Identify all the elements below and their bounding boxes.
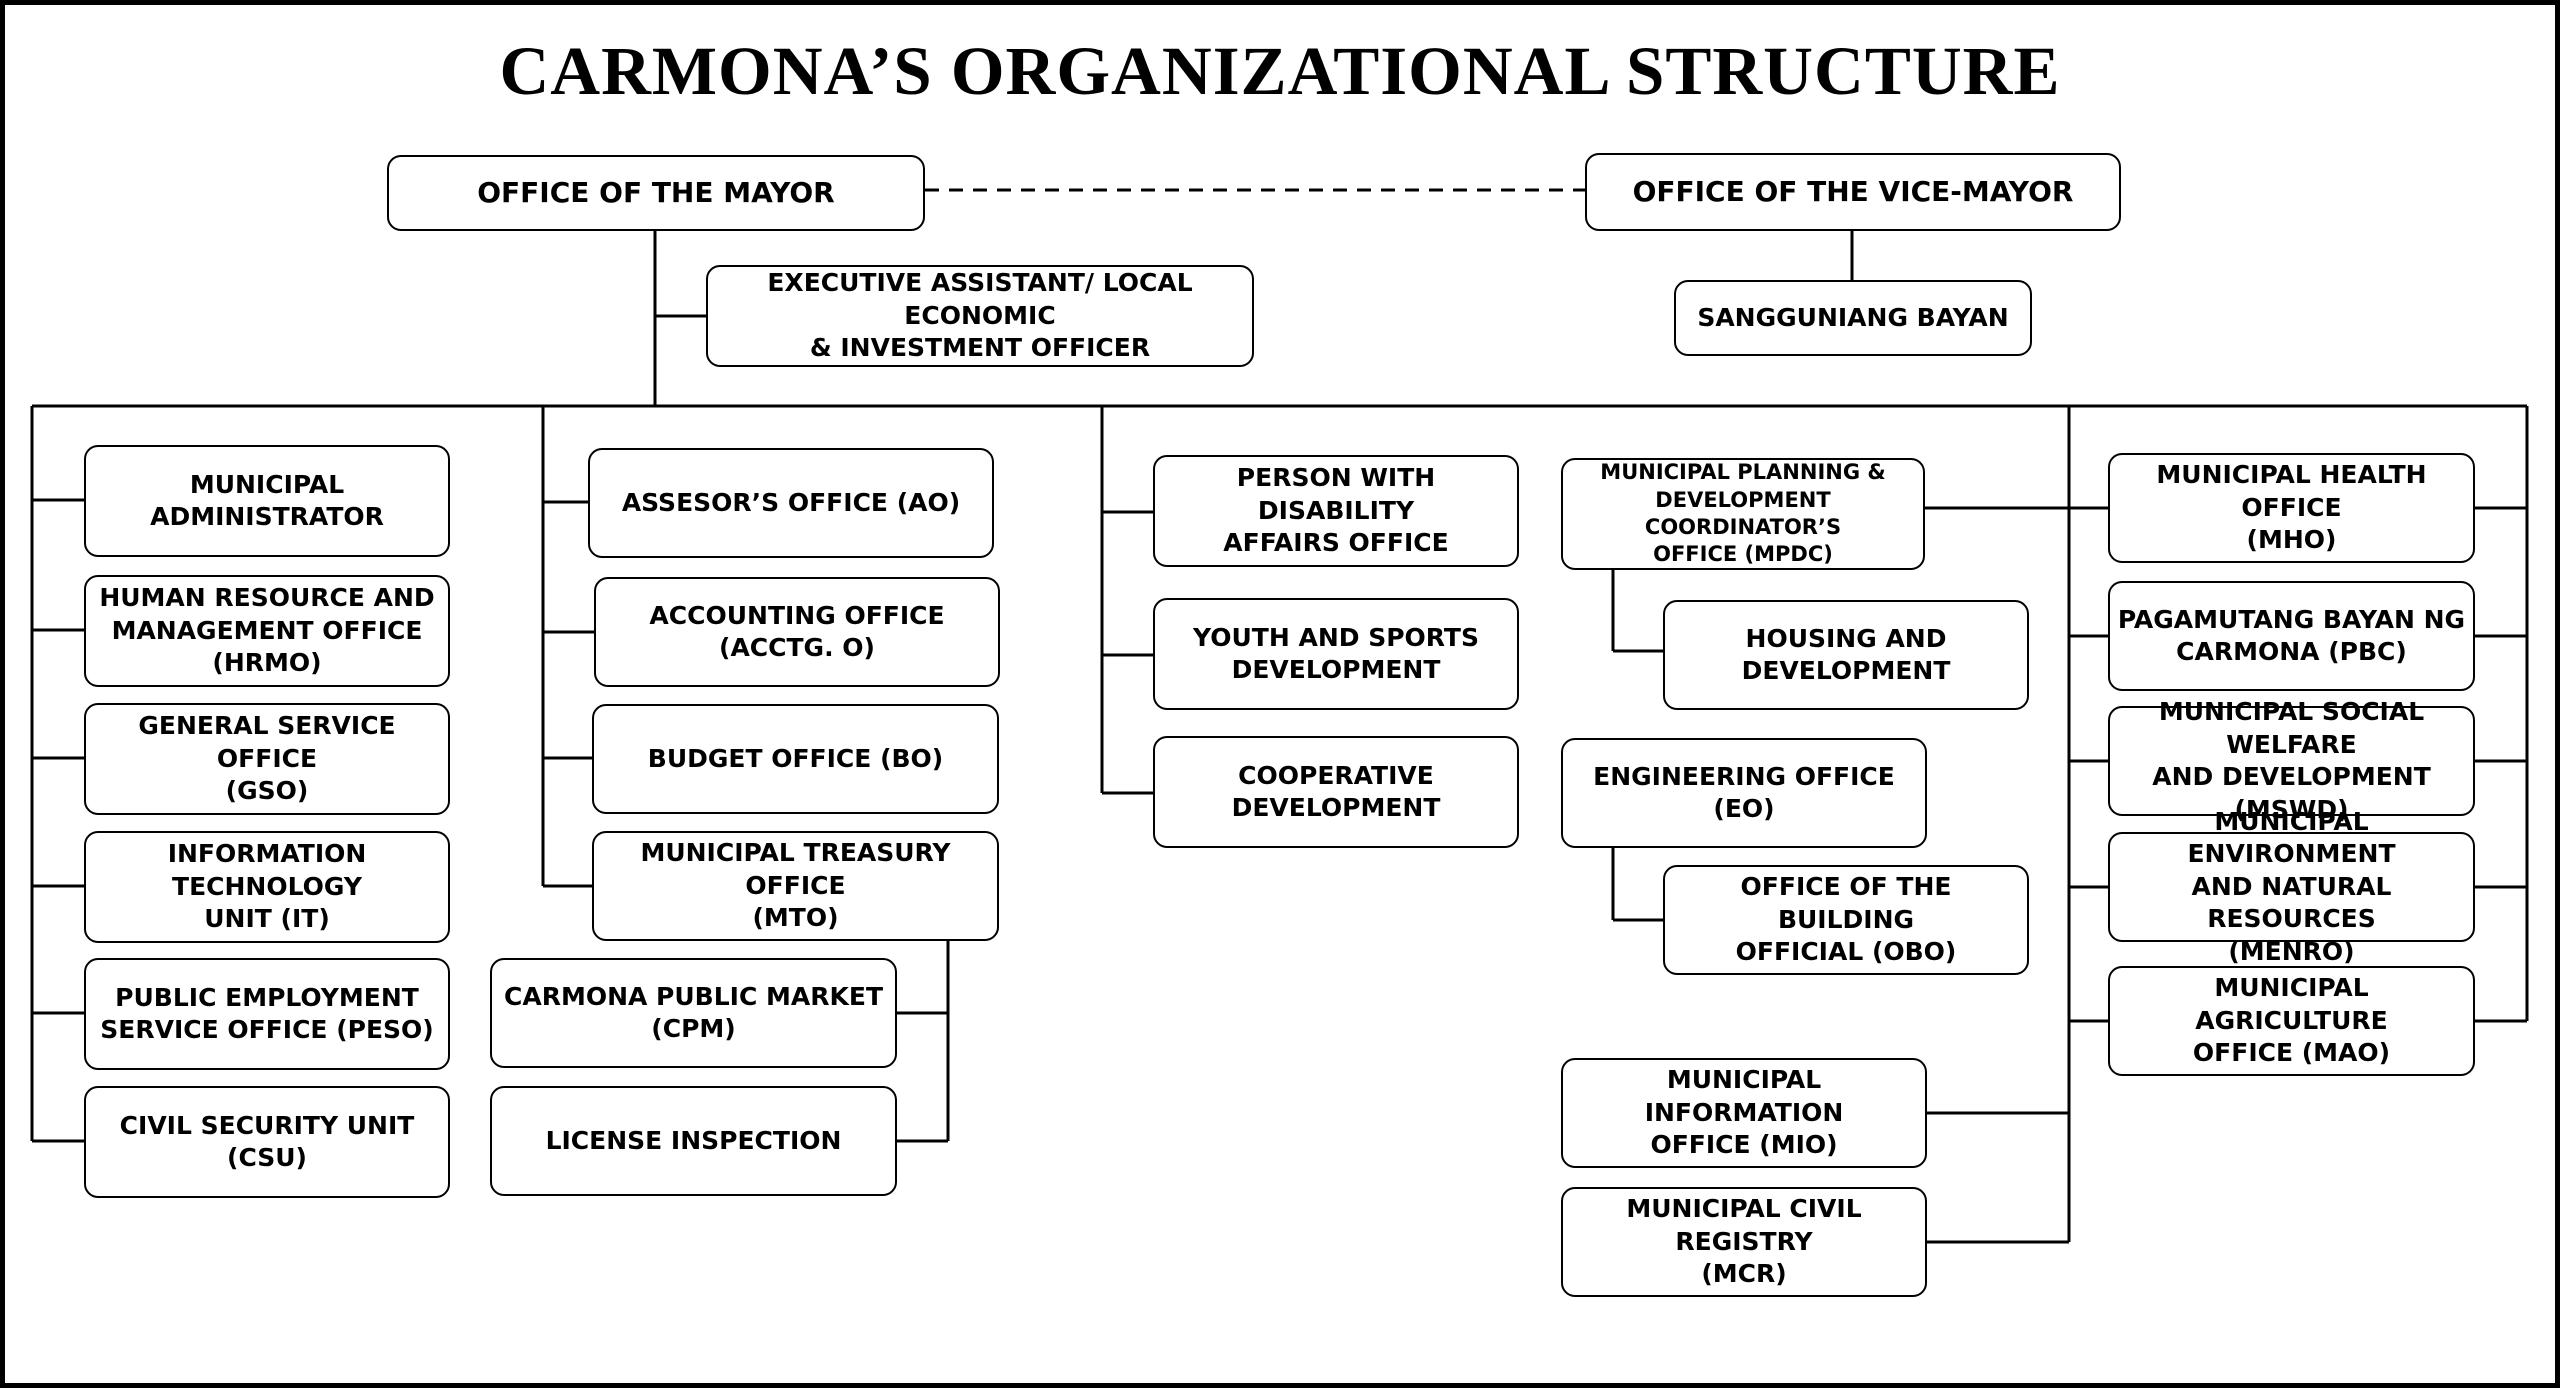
hrmo: HUMAN RESOURCE AND MANAGEMENT OFFICE (HR… bbox=[84, 575, 450, 687]
cooperative-development: COOPERATIVE DEVELOPMENT bbox=[1153, 736, 1519, 848]
civil-security-unit: CIVIL SECURITY UNIT (CSU) bbox=[84, 1086, 450, 1198]
municipal-agriculture-office: MUNICIPAL AGRICULTURE OFFICE (MAO) bbox=[2108, 966, 2475, 1076]
accounting-office: ACCOUNTING OFFICE (ACCTG. O) bbox=[594, 577, 1000, 687]
municipal-information-office: MUNICIPAL INFORMATION OFFICE (MIO) bbox=[1561, 1058, 1927, 1168]
gso: GENERAL SERVICE OFFICE (GSO) bbox=[84, 703, 450, 815]
housing-and-development: HOUSING AND DEVELOPMENT bbox=[1663, 600, 2029, 710]
executive-assistant-office: EXECUTIVE ASSISTANT/ LOCAL ECONOMIC & IN… bbox=[706, 265, 1254, 367]
peso: PUBLIC EMPLOYMENT SERVICE OFFICE (PESO) bbox=[84, 958, 450, 1070]
office-of-the-vice-mayor: OFFICE OF THE VICE-MAYOR bbox=[1585, 153, 2121, 231]
office-of-the-building-official: OFFICE OF THE BUILDING OFFICIAL (OBO) bbox=[1663, 865, 2029, 975]
information-technology-unit: INFORMATION TECHNOLOGY UNIT (IT) bbox=[84, 831, 450, 943]
engineering-office: ENGINEERING OFFICE (EO) bbox=[1561, 738, 1927, 848]
chart-title: CARMONA’S ORGANIZATIONAL STRUCTURE bbox=[499, 33, 2061, 109]
municipal-civil-registry: MUNICIPAL CIVIL REGISTRY (MCR) bbox=[1561, 1187, 1927, 1297]
mswd: MUNICIPAL SOCIAL WELFARE AND DEVELOPMENT… bbox=[2108, 697, 2475, 824]
pwd-affairs-office: PERSON WITH DISABILITY AFFAIRS OFFICE bbox=[1153, 455, 1519, 567]
carmona-public-market: CARMONA PUBLIC MARKET (CPM) bbox=[490, 958, 897, 1068]
youth-and-sports-development: YOUTH AND SPORTS DEVELOPMENT bbox=[1153, 598, 1519, 710]
pagamutang-bayan-ng-carmona: PAGAMUTANG BAYAN NG CARMONA (PBC) bbox=[2108, 581, 2475, 691]
municipal-health-office: MUNICIPAL HEALTH OFFICE (MHO) bbox=[2108, 453, 2475, 563]
municipal-treasury-office: MUNICIPAL TREASURY OFFICE (MTO) bbox=[592, 831, 999, 941]
municipal-administrator: MUNICIPAL ADMINISTRATOR bbox=[84, 445, 450, 557]
assesors-office: ASSESOR’S OFFICE (AO) bbox=[588, 448, 994, 558]
budget-office: BUDGET OFFICE (BO) bbox=[592, 704, 999, 814]
sangguniang-bayan: SANGGUNIANG BAYAN bbox=[1674, 280, 2032, 356]
office-of-the-mayor: OFFICE OF THE MAYOR bbox=[387, 155, 925, 231]
license-inspection: LICENSE INSPECTION bbox=[490, 1086, 897, 1196]
mpdc-office: MUNICIPAL PLANNING & DEVELOPMENT COORDIN… bbox=[1561, 458, 1925, 570]
menro: MUNICIPAL ENVIRONMENT AND NATURAL RESOUR… bbox=[2108, 807, 2475, 966]
